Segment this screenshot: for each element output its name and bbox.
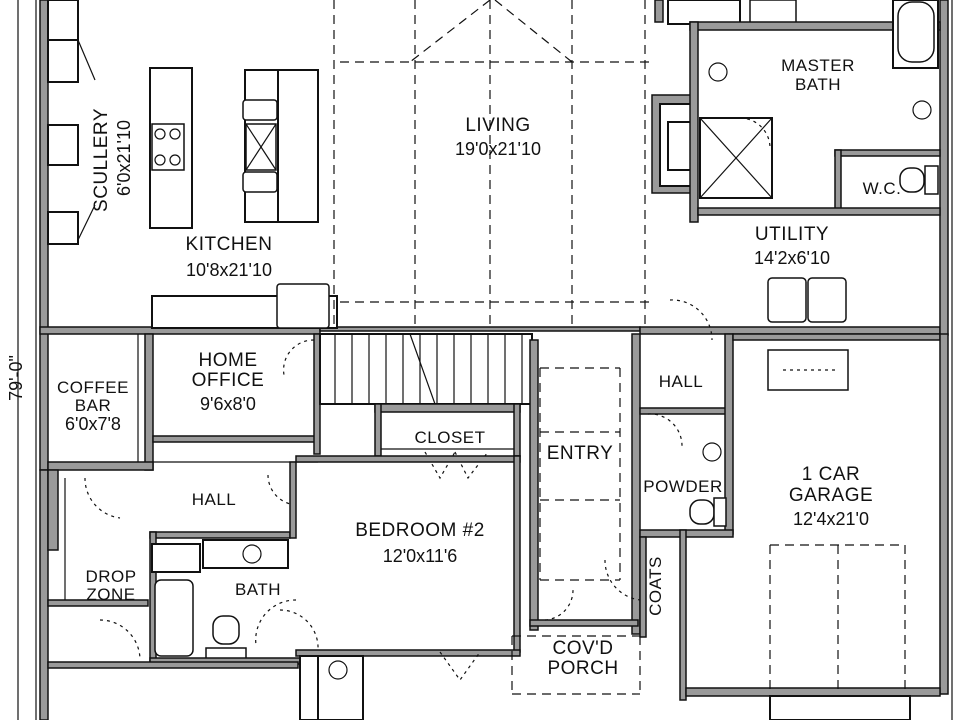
living-room: LIVING 19'0x21'10 — [333, 0, 650, 330]
entry-room: ENTRY — [529, 333, 641, 635]
porch-room: COV'D PORCH — [439, 589, 641, 695]
scullery-room: SCULLERY 6'0x21'10 — [91, 67, 193, 229]
garage-label-2: GARAGE — [789, 485, 873, 506]
drop-zone-label-1: DROP — [85, 567, 136, 586]
home-office-label-1: HOME — [199, 350, 258, 371]
garage-label-1: 1 CAR — [802, 464, 860, 485]
closet-room: CLOSET — [374, 403, 521, 480]
utility-dims: 14'2x6'10 — [754, 248, 830, 268]
kitchen-label: KITCHEN — [186, 234, 273, 255]
living-label: LIVING — [465, 115, 530, 136]
bedroom2-dims: 12'0x11'6 — [383, 546, 458, 566]
master-bath-label-2: BATH — [795, 75, 841, 94]
wc-room: W.C. — [834, 149, 941, 211]
hall-right-room: HALL — [639, 299, 734, 535]
drop-zone-label-2: ZONE — [86, 585, 135, 604]
scullery-dims: 6'0x21'10 — [114, 120, 134, 196]
overall-dimension: 79'-0" — [6, 355, 26, 401]
dimension-line: 79'-0" — [6, 0, 26, 720]
coffee-bar-label-1: COFFEE — [57, 378, 129, 397]
powder-room: POWDER — [639, 442, 734, 538]
master-bath-room: MASTER BATH — [654, 0, 941, 223]
garage-dims: 12'4x21'0 — [793, 509, 869, 529]
living-dims: 19'0x21'10 — [455, 139, 541, 159]
home-office-room: HOME OFFICE 9'6x8'0 — [144, 333, 321, 471]
scullery-label: SCULLERY — [91, 108, 112, 212]
kitchen-dims: 10'8x21'10 — [186, 260, 272, 280]
coffee-bar-dims: 6'0x7'8 — [65, 414, 121, 434]
home-office-dims: 9'6x8'0 — [200, 394, 256, 414]
stairs — [319, 333, 533, 405]
bath-room: BATH — [149, 531, 301, 665]
bedroom2-label: BEDROOM #2 — [355, 520, 485, 541]
hall-right-label: HALL — [659, 372, 704, 391]
powder-label: POWDER — [643, 477, 723, 496]
coats-room: COATS — [604, 536, 665, 638]
garage-room: 1 CAR GARAGE 12'4x21'0 — [679, 333, 949, 720]
home-office-label-2: OFFICE — [192, 370, 265, 391]
coffee-bar-room: COFFEE BAR 6'0x7'8 — [47, 334, 154, 471]
closet-label: CLOSET — [414, 428, 485, 447]
master-bath-label-1: MASTER — [781, 56, 855, 75]
coats-label: COATS — [646, 556, 665, 616]
hall-left-label: HALL — [192, 490, 237, 509]
entry-label: ENTRY — [547, 443, 614, 464]
kitchen-room: KITCHEN 10'8x21'10 — [151, 234, 338, 329]
bath-label: BATH — [235, 580, 281, 599]
coffee-bar-label-2: BAR — [75, 396, 111, 415]
utility-room: UTILITY 14'2x6'10 — [697, 207, 941, 323]
wc-label: W.C. — [863, 179, 902, 198]
kitchen-island — [242, 69, 319, 223]
hall-left-room: HALL — [47, 461, 299, 600]
drop-zone-room: DROP ZONE — [47, 567, 299, 669]
bedroom2-room: BEDROOM #2 12'0x11'6 — [279, 455, 521, 720]
porch-label-2: PORCH — [547, 658, 618, 679]
utility-label: UTILITY — [755, 224, 829, 245]
porch-label-1: COV'D — [552, 638, 613, 659]
